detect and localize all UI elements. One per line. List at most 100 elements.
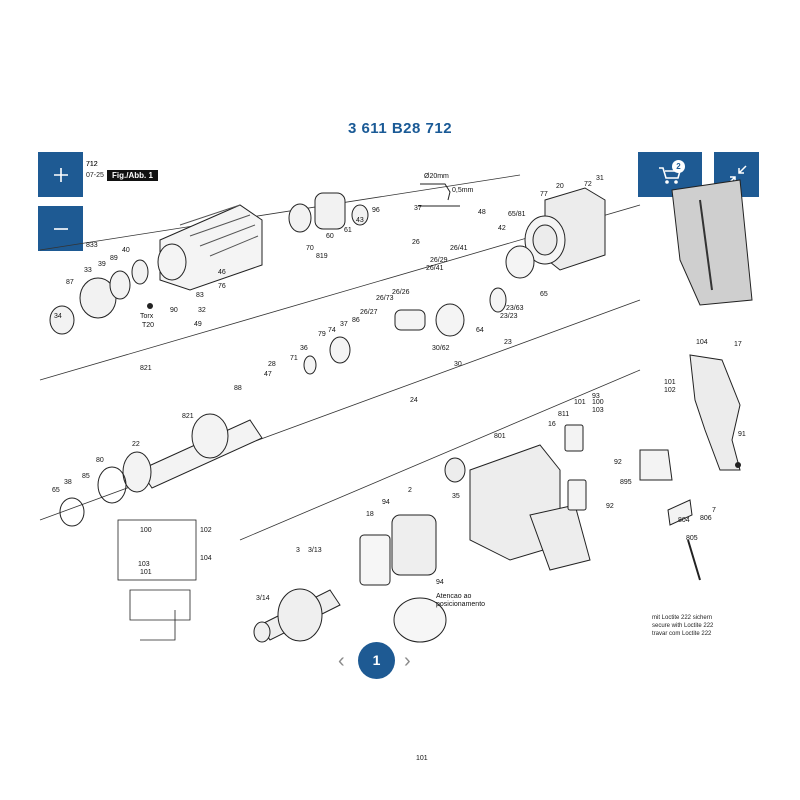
chuck-assembly-part <box>49 259 149 335</box>
positioning-note-2: posicionamento <box>436 601 485 608</box>
part-number-label: 23/63 <box>506 305 524 312</box>
gear-housing-part <box>157 204 263 291</box>
armature-part <box>253 588 341 643</box>
sleeve-part <box>288 192 369 233</box>
part-number-label: 46 <box>218 269 226 276</box>
part-number-label: 85 <box>82 473 90 480</box>
part-number-label: 42 <box>498 225 506 232</box>
zoom-in-button[interactable] <box>38 152 83 197</box>
part-number-label: 26/26 <box>392 289 410 296</box>
part-number-label: 804 <box>678 517 690 524</box>
current-page-indicator[interactable]: 1 <box>358 642 395 679</box>
drawing-number: 712 <box>86 161 98 168</box>
side-handle-part <box>689 354 741 471</box>
part-number-label: 31 <box>596 175 604 182</box>
part-number-label: 101 <box>416 755 428 762</box>
part-number-label: 26 <box>412 239 420 246</box>
part-number-label: 74 <box>328 327 336 334</box>
part-number-label: 76 <box>218 283 226 290</box>
part-number-label: 96 <box>372 207 380 214</box>
part-number-label: 819 <box>316 253 328 260</box>
zoom-out-button[interactable] <box>38 206 83 251</box>
drawing-header-info: 712 07-25 <box>86 159 104 181</box>
part-number-label: 104 <box>696 339 708 346</box>
part-number-label: 26/41 <box>450 245 468 252</box>
part-number-label: 37 <box>414 205 422 212</box>
part-number-label: 90 <box>170 307 178 314</box>
part-number-label: 72 <box>584 181 592 188</box>
switch-part <box>564 424 701 581</box>
part-number-label: 101 <box>664 379 676 386</box>
part-number-label: 70 <box>306 245 314 252</box>
part-number-label: 48 <box>478 209 486 216</box>
part-number-label: 821 <box>182 413 194 420</box>
part-number-label: 833 <box>86 242 98 249</box>
part-number-label: 23 <box>504 339 512 346</box>
part-number-label: 92 <box>614 459 622 466</box>
dimension-detail <box>418 183 460 207</box>
part-number-label: 26/27 <box>360 309 378 316</box>
torx-label: Torx <box>140 313 154 320</box>
part-number-label: 43 <box>356 217 364 224</box>
part-number-label: 3 <box>296 547 300 554</box>
part-number-label: 26/29 <box>430 257 448 264</box>
drawing-date: 07-25 <box>86 172 104 179</box>
part-number-label: 16 <box>548 421 556 428</box>
part-number-label: 7 <box>712 507 716 514</box>
part-number-label: 23/23 <box>500 313 518 320</box>
part-number-label: 36 <box>300 345 308 352</box>
part-number-label: 26/41 <box>426 265 444 272</box>
part-number-label: 103 <box>138 561 150 568</box>
dimension-side-label: 0,5mm <box>452 187 474 194</box>
part-number-label: 100 <box>592 399 604 406</box>
part-number-labels: 7128334089393387349046768332498217060614… <box>52 161 746 762</box>
next-page-button[interactable]: › <box>404 650 411 672</box>
part-number-label: 101 <box>574 399 586 406</box>
part-number-label: 101 <box>140 569 152 576</box>
part-number-label: 24 <box>410 397 418 404</box>
part-number-label: 811 <box>558 411 569 418</box>
part-number-label: 89 <box>110 255 118 262</box>
part-number-label: 49 <box>194 321 202 328</box>
part-number-label: 32 <box>198 307 206 314</box>
loctite-note-line: mit Loctite 222 sichern <box>652 615 713 621</box>
part-number-label: 94 <box>436 579 444 586</box>
part-number-label: 92 <box>606 503 614 510</box>
part-number-label: 77 <box>540 191 548 198</box>
part-number-label: 65 <box>52 487 60 494</box>
handle-housing-part <box>444 444 591 571</box>
part-number-label: 87 <box>66 279 74 286</box>
part-number-label: 37 <box>340 321 348 328</box>
part-number-label: 93 <box>592 393 600 400</box>
part-number-label: 821 <box>140 365 152 372</box>
part-number-label: 3/13 <box>308 547 322 554</box>
previous-page-button[interactable]: ‹ <box>338 650 345 672</box>
part-number-label: 35 <box>452 493 460 500</box>
part-number-label: 22 <box>132 441 140 448</box>
part-number-label: 805 <box>686 535 698 542</box>
part-number-label: 61 <box>344 227 352 234</box>
part-number-label: 38 <box>64 479 72 486</box>
loctite-note-line: secure with Loctite 222 <box>652 623 714 629</box>
collapse-arrows-icon <box>726 164 747 185</box>
spindle-part <box>59 413 263 527</box>
part-number-label: 28 <box>268 361 276 368</box>
minus-icon <box>53 227 68 230</box>
part-number-label: 94 <box>382 499 390 506</box>
part-number-label: 102 <box>200 527 212 534</box>
plus-icon <box>53 167 68 182</box>
part-number-label: 3/14 <box>256 595 270 602</box>
part-number-label: 18 <box>366 511 374 518</box>
part-number-label: 895 <box>620 479 632 486</box>
cart-count-badge: 2 <box>672 160 685 173</box>
part-number-label: 30/62 <box>432 345 450 352</box>
part-number-label: 60 <box>326 233 334 240</box>
part-number-label: 91 <box>738 431 746 438</box>
dimension-top-label: Ø20mm <box>424 173 449 180</box>
part-number-label: 801 <box>494 433 506 440</box>
wiring-schematic <box>117 519 197 641</box>
part-number-label: 103 <box>592 407 604 414</box>
positioning-note-1: Atencao ao <box>436 593 472 600</box>
product-thumbnail <box>671 179 753 306</box>
